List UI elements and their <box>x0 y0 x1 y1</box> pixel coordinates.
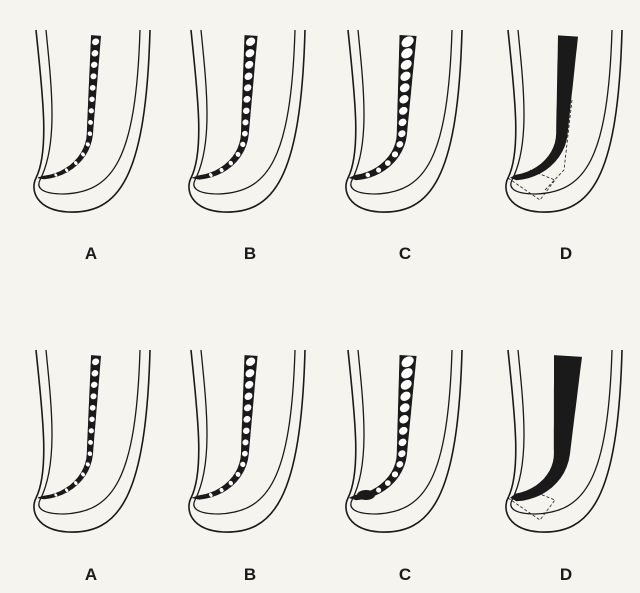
row1-panel-c-tooth <box>346 30 462 212</box>
row2-panel-c-tooth <box>346 350 462 532</box>
row1-label-d: D <box>546 244 586 264</box>
row1-label-b: B <box>230 244 270 264</box>
row2-label-a: A <box>71 565 111 585</box>
row1-panel-b-tooth <box>189 30 305 212</box>
row2-panel-a-tooth <box>34 350 150 532</box>
row2-label-c: C <box>385 565 425 585</box>
row2-panel-c-apical-blob <box>357 490 375 500</box>
row1-panel-a-tooth <box>34 30 150 212</box>
row2-panel-d-tooth <box>506 350 622 532</box>
row2-label-b: B <box>230 565 270 585</box>
row1-panel-d-tooth <box>506 30 622 212</box>
row1-label-c: C <box>385 244 425 264</box>
row1-label-a: A <box>71 244 111 264</box>
row2-panel-b-tooth <box>189 350 305 532</box>
row2-label-d: D <box>546 565 586 585</box>
